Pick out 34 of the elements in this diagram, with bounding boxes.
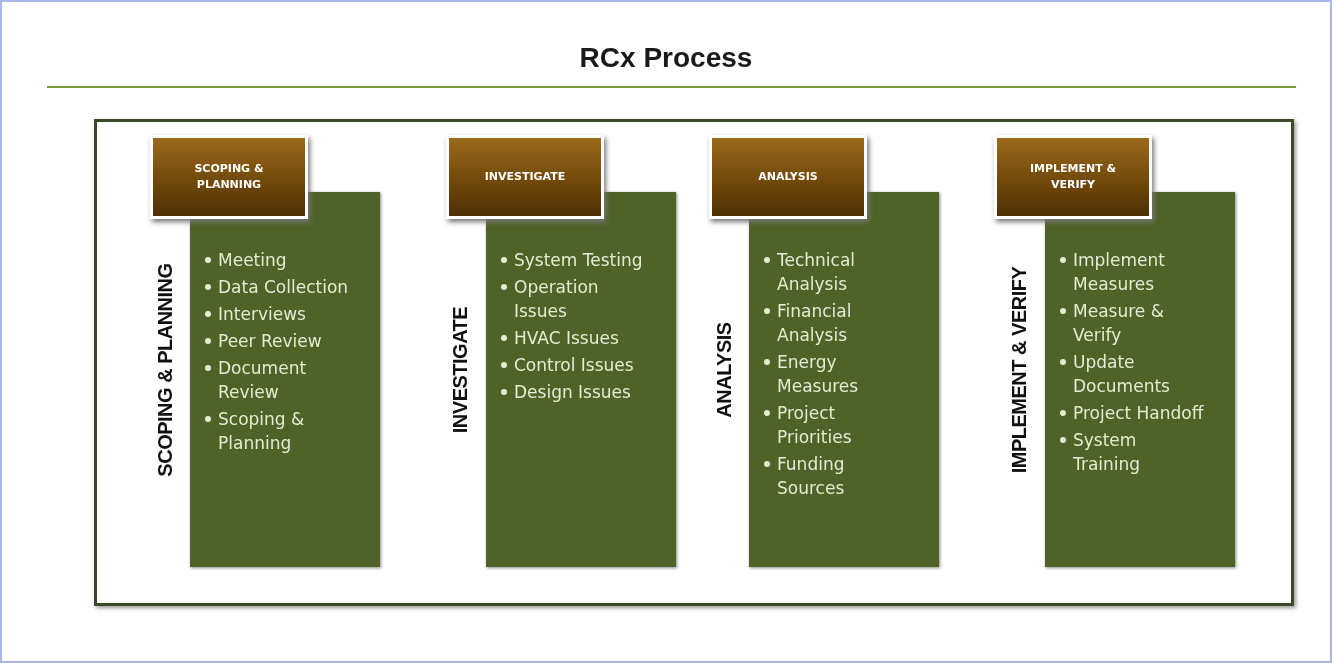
bullet-item: Financial Analysis bbox=[777, 300, 853, 347]
bullet-item: Energy Measures bbox=[777, 351, 860, 398]
stage-header-box: ANALYSIS bbox=[709, 135, 867, 219]
bullet-item: Implement Measures bbox=[1073, 249, 1166, 296]
bullet-item: Technical Analysis bbox=[777, 249, 857, 296]
task-panel bbox=[749, 192, 939, 567]
bullet-item: HVAC Issues bbox=[514, 327, 620, 350]
stage-header-box: SCOPING & PLANNING bbox=[150, 135, 308, 219]
bullet-item: Funding Sources bbox=[777, 453, 846, 500]
bullet-item: Design Issues bbox=[514, 381, 632, 404]
bullet-item: Peer Review bbox=[218, 330, 323, 353]
bullet-item: Meeting bbox=[218, 249, 288, 272]
bullet-item: Measure & Verify bbox=[1073, 300, 1165, 347]
bullet-item: Scoping & Planning bbox=[218, 408, 306, 455]
task-panel bbox=[190, 192, 380, 567]
task-panel bbox=[1045, 192, 1235, 567]
task-panel bbox=[486, 192, 676, 567]
vertical-stage-label: INVESTIGATE bbox=[448, 306, 472, 434]
bullet-item: Update Documents bbox=[1073, 351, 1171, 398]
title: RCx Process bbox=[578, 42, 754, 74]
vertical-stage-label: SCOPING & PLANNING bbox=[153, 263, 177, 477]
bullet-item: System Testing bbox=[514, 249, 644, 272]
vertical-stage-label: IMPLEMENT & VERIFY bbox=[1007, 266, 1031, 474]
bullet-item: Operation Issues bbox=[514, 276, 600, 323]
stage-header-box: INVESTIGATE bbox=[446, 135, 604, 219]
vertical-stage-label: ANALYSIS bbox=[712, 322, 736, 418]
bullet-item: System Training bbox=[1073, 429, 1142, 476]
bullet-item: Interviews bbox=[218, 303, 307, 326]
bullet-item: Data Collection bbox=[218, 276, 350, 299]
bullet-item: Document Review bbox=[218, 357, 308, 404]
stage-header-box: IMPLEMENT & VERIFY bbox=[994, 135, 1152, 219]
bullet-item: Control Issues bbox=[514, 354, 635, 377]
bullet-item: Project Priorities bbox=[777, 402, 853, 449]
bullet-item: Project Handoff bbox=[1073, 402, 1205, 425]
